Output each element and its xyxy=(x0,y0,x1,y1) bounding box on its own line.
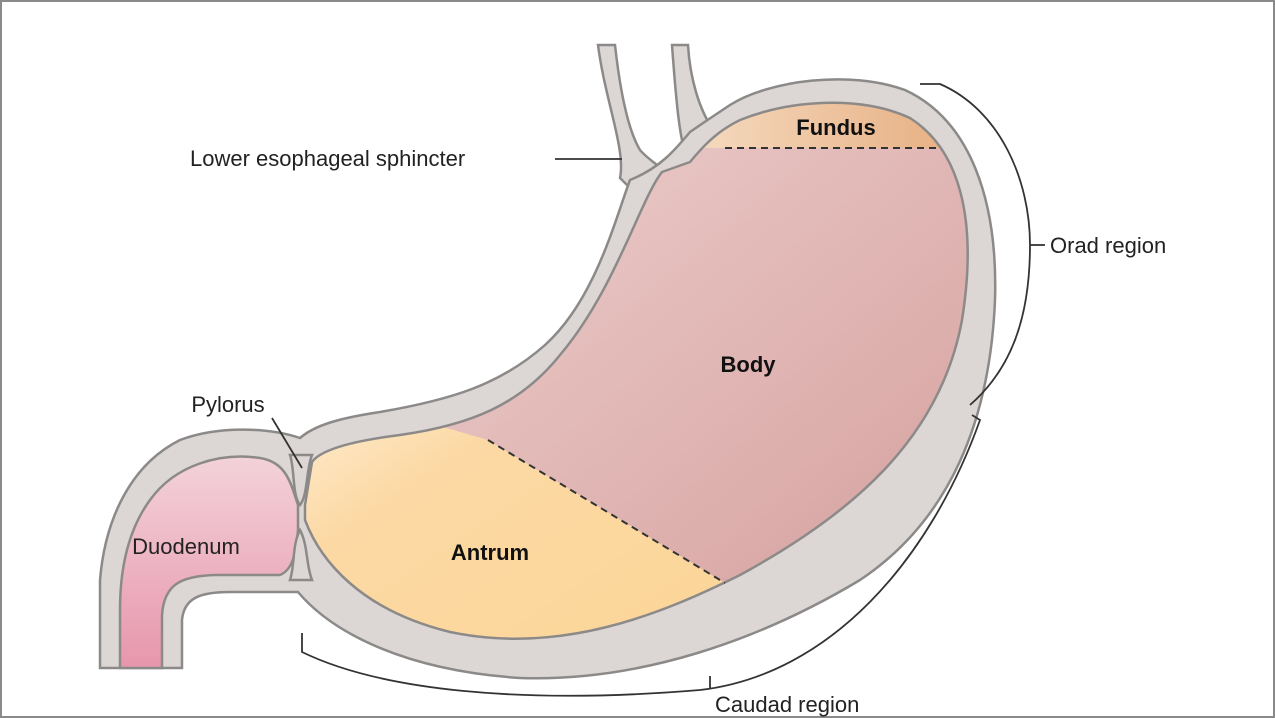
body-antrum-boundary xyxy=(487,439,726,584)
orad-label: Orad region xyxy=(1050,233,1166,258)
caudad-bracket xyxy=(301,414,982,697)
orad-bracket xyxy=(920,83,1031,406)
les-label: Lower esophageal sphincter xyxy=(190,146,465,171)
body-label: Body xyxy=(721,352,777,377)
duodenum-lumen xyxy=(118,455,300,670)
pylorus-sphincter-lower xyxy=(288,527,314,582)
pylorus-leader-line xyxy=(271,417,303,469)
pylorus-sphincter xyxy=(288,453,314,508)
caudad-label: Caudad region xyxy=(715,692,859,717)
pylorus-label: Pylorus xyxy=(191,392,264,417)
duodenum-label: Duodenum xyxy=(132,534,240,559)
fundus-label: Fundus xyxy=(796,115,875,140)
antrum-label: Antrum xyxy=(451,540,529,565)
